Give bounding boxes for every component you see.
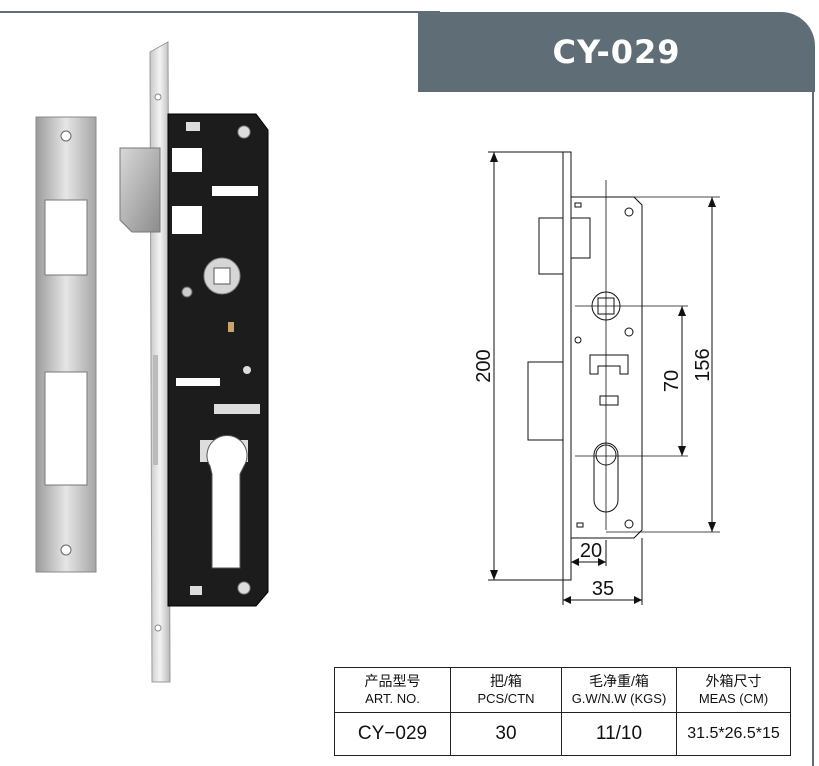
value-art-no: CY−029: [334, 712, 451, 756]
dim-20-label: 20: [580, 540, 602, 562]
drawing-faceplate: [562, 151, 572, 581]
dim-35-label: 35: [592, 578, 614, 600]
dim-70-label: 70: [661, 370, 683, 392]
value-pcs-ctn: 30: [450, 712, 562, 756]
title-banner: [418, 12, 815, 92]
lock-body: [167, 113, 269, 607]
drawing-case: [570, 196, 643, 539]
value-weight: 11/10: [561, 712, 677, 756]
strike-plate: [35, 116, 97, 573]
dim-200-label: 200: [473, 349, 495, 382]
value-meas: 31.5*26.5*15: [676, 712, 791, 756]
product-title: CY-029: [552, 33, 681, 71]
dim-156-label: 156: [692, 348, 714, 381]
spec-value-row: CY−029 30 11/10 31.5*26.5*15: [334, 712, 791, 756]
